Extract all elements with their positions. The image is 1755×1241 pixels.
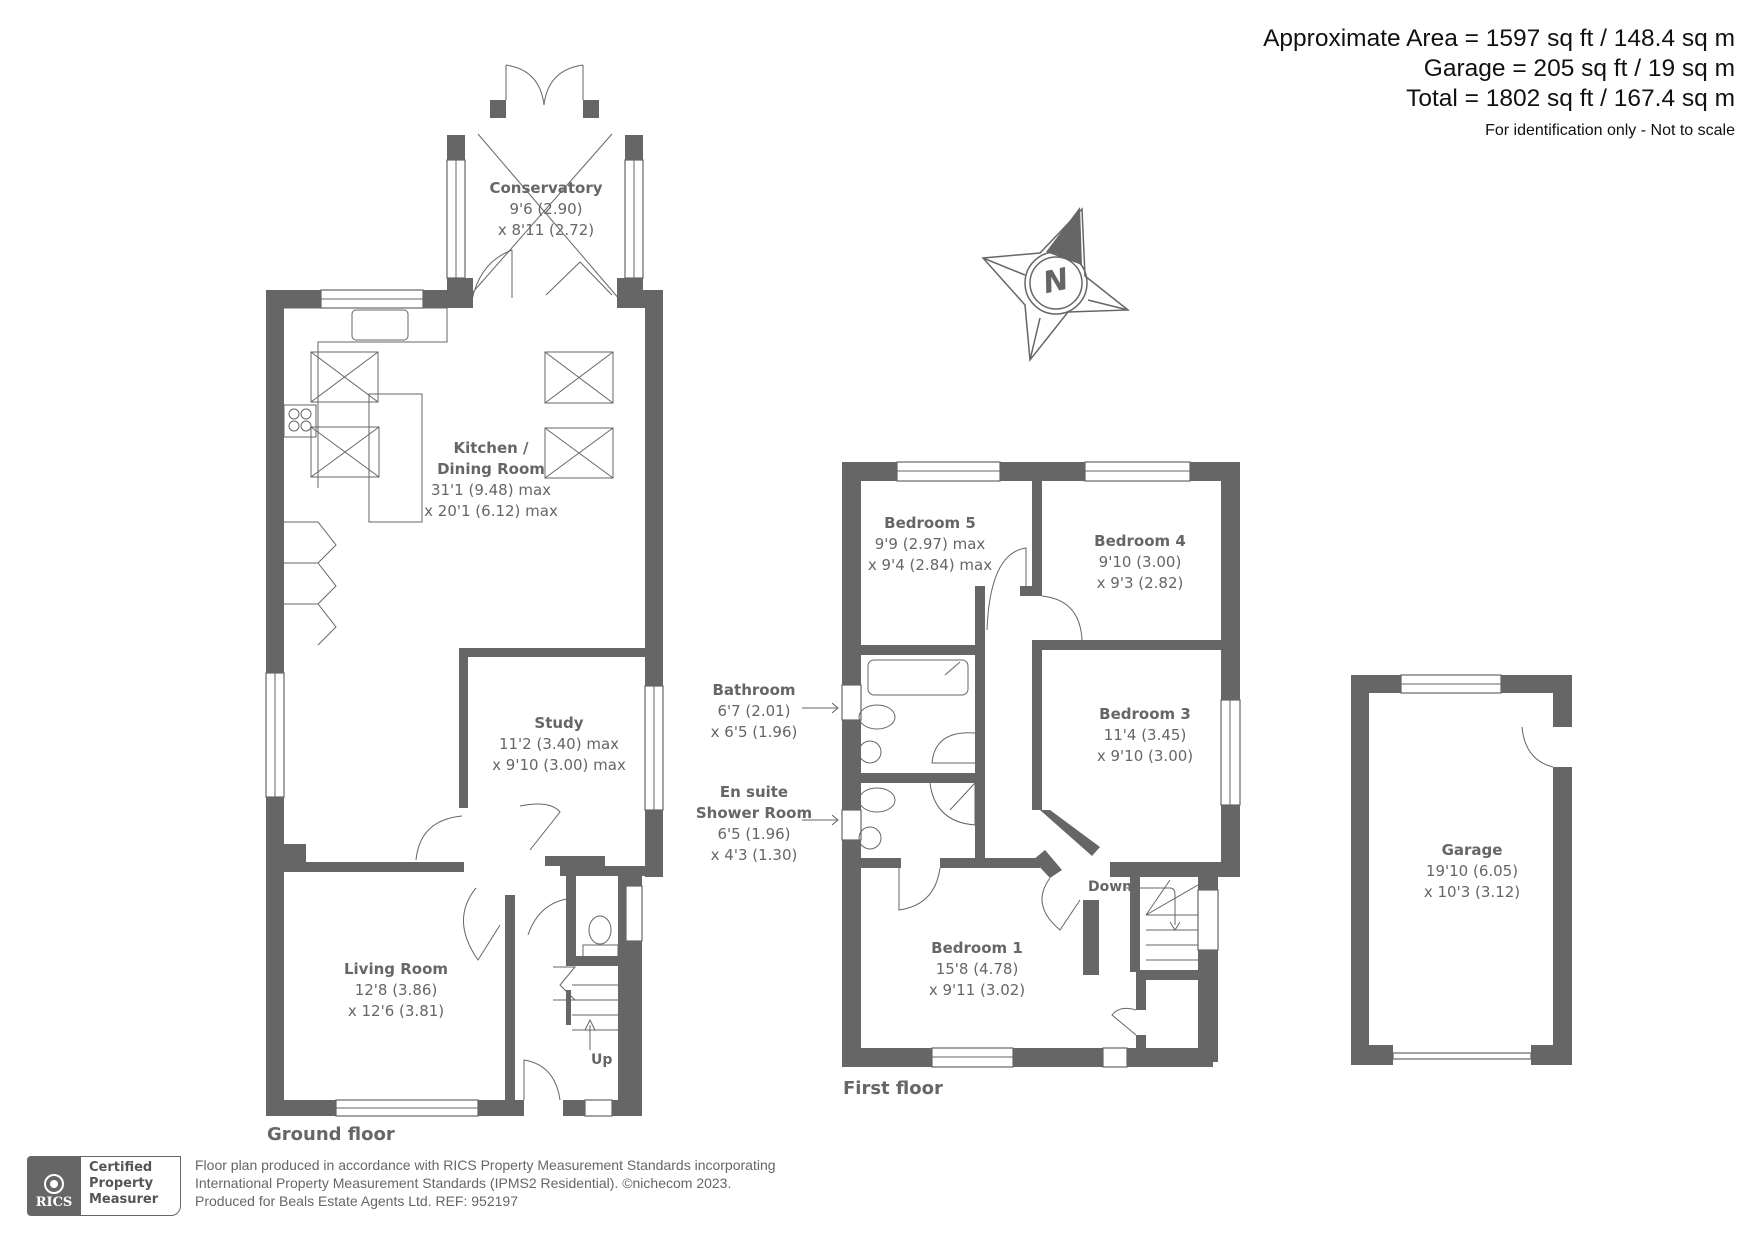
garage-area: Garage = 205 sq ft / 19 sq m [1423,55,1735,82]
badge-line: Certified [89,1160,153,1175]
room-dim: 31'1 (9.48) max [430,481,552,499]
rics-logo: RICS [27,1156,81,1216]
stairs-up-label: Up [591,1052,613,1068]
footer-line: Produced for Beals Estate Agents Ltd. RE… [195,1193,518,1209]
room-name: Bedroom 1 [931,939,1023,957]
compass-rose [981,207,1131,362]
room-dim: 15'8 (4.78) [935,960,1019,978]
rics-certified-badge: RICS Certified Property Measurer [27,1156,181,1216]
room-dim: x 6'5 (1.96) [710,723,798,741]
room-dim: x 9'10 (3.00) [1096,747,1194,765]
room-study: Study 11'2 (3.40) max x 9'10 (3.00) max [492,713,626,776]
room-dim: 6'7 (2.01) [717,702,791,720]
room-name: Bedroom 4 [1094,532,1186,550]
first-floor-title: First floor [843,1078,943,1099]
footer: RICS Certified Property Measurer Floor p… [27,1156,776,1216]
room-dim: 11'4 (3.45) [1103,726,1187,744]
room-name: Shower Room [695,804,813,822]
approximate-area: Approximate Area = 1597 sq ft / 148.4 sq… [1263,25,1735,52]
room-dim: x 9'10 (3.00) max [492,756,626,774]
area-summary: Approximate Area = 1597 sq ft / 148.4 sq… [1263,24,1735,140]
room-dim: x 9'3 (2.82) [1096,574,1184,592]
room-name: Bathroom [712,681,796,699]
room-name: Garage [1441,841,1503,859]
room-bedroom-3: Bedroom 3 11'4 (3.45) x 9'10 (3.00) [1097,704,1193,767]
room-dim: 11'2 (3.40) max [498,735,620,753]
room-name: Bedroom 5 [884,514,976,532]
rics-lion-icon [44,1174,64,1194]
room-dim: 9'10 (3.00) [1098,553,1182,571]
footer-line: International Property Measurement Stand… [195,1175,732,1191]
room-name: Conservatory [489,179,603,197]
footer-line: Floor plan produced in accordance with R… [195,1157,776,1173]
room-bathroom: Bathroom 6'7 (2.01) x 6'5 (1.96) [711,680,798,743]
room-dim: 9'6 (2.90) [509,200,583,218]
room-name: En suite [719,783,789,801]
compass-arrow [1046,207,1082,265]
total-area: Total = 1802 sq ft / 167.4 sq m [1406,85,1735,112]
room-dim: x 10'3 (3.12) [1423,883,1521,901]
room-conservatory: Conservatory 9'6 (2.90) x 8'11 (2.72) [489,178,602,241]
ground-floor-title: Ground floor [267,1124,395,1145]
room-name: Bedroom 3 [1099,705,1191,723]
room-garage: Garage 19'10 (6.05) x 10'3 (3.12) [1424,840,1520,903]
room-name: Study [534,714,584,732]
room-name: Living Room [343,960,449,978]
room-dim: 9'9 (2.97) max [874,535,986,553]
room-name: Kitchen / [453,439,529,457]
room-dim: x 8'11 (2.72) [497,221,595,239]
room-living-room: Living Room 12'8 (3.86) x 12'6 (3.81) [344,959,448,1022]
garage-walls [1351,675,1572,1065]
room-en-suite-shower-room: En suite Shower Room 6'5 (1.96) x 4'3 (1… [696,782,812,866]
room-name: Dining Room [437,460,545,478]
rics-text: RICS [35,1195,73,1210]
compass-north-icon: N [1040,261,1072,302]
room-kitchen-dining: Kitchen / Dining Room 31'1 (9.48) max x … [424,438,558,522]
room-dim: 6'5 (1.96) [717,825,791,843]
room-dim: 12'8 (3.86) [354,981,438,999]
room-dim: 19'10 (6.05) [1425,862,1519,880]
room-dim: x 9'11 (3.02) [928,981,1026,999]
badge-line: Measurer [89,1192,159,1207]
footer-disclaimer: Floor plan produced in accordance with R… [195,1156,776,1210]
stairs-down-label: Down [1088,879,1133,895]
room-dim: x 9'4 (2.84) max [867,556,993,574]
room-bedroom-5: Bedroom 5 9'9 (2.97) max x 9'4 (2.84) ma… [868,513,992,576]
room-dim: x 20'1 (6.12) max [424,502,558,520]
scale-disclaimer: For identification only - Not to scale [1485,122,1735,139]
room-bedroom-4: Bedroom 4 9'10 (3.00) x 9'3 (2.82) [1094,531,1186,594]
certified-property-measurer: Certified Property Measurer [81,1156,181,1216]
room-dim: x 4'3 (1.30) [710,846,798,864]
room-dim: x 12'6 (3.81) [347,1002,445,1020]
badge-line: Property [89,1176,154,1191]
room-bedroom-1: Bedroom 1 15'8 (4.78) x 9'11 (3.02) [929,938,1025,1001]
